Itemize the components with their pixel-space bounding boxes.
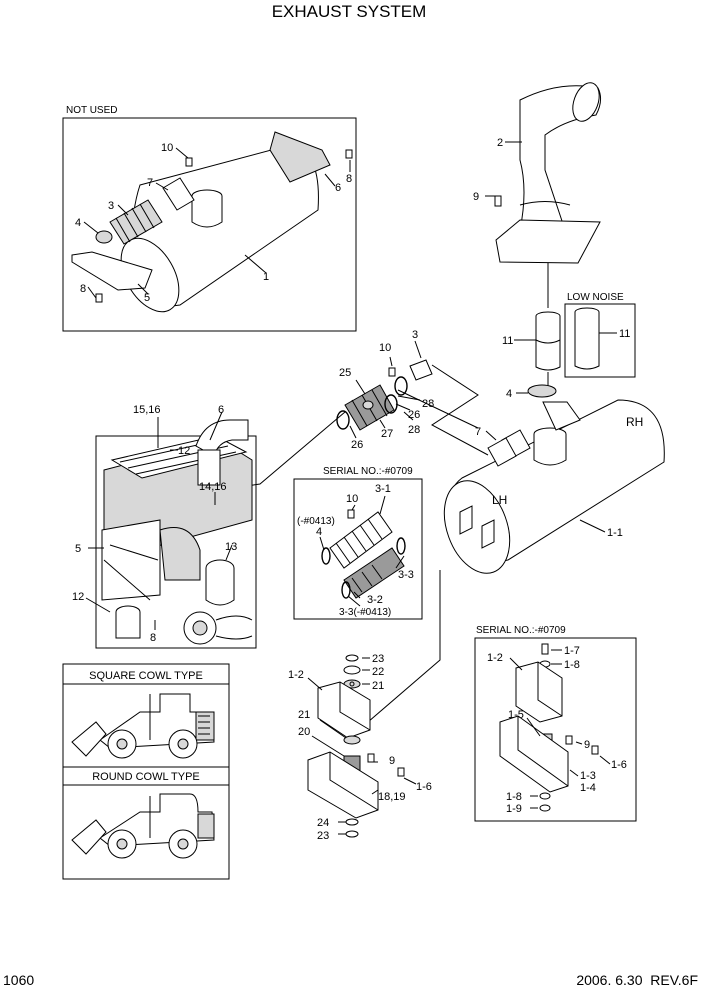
rubber-mount-icon — [307, 654, 405, 838]
part-label: 1-2 — [288, 669, 304, 681]
part-label: 11 — [502, 335, 513, 347]
serial-a-box — [293, 478, 423, 620]
part-label: 1-3 — [580, 770, 596, 782]
part-label: 10 — [161, 142, 173, 154]
part-label: 3 — [108, 200, 114, 212]
part-label: 26 — [408, 409, 420, 421]
part-label: 1-8 — [506, 791, 522, 803]
part-label: 24 — [317, 817, 329, 829]
part-label: 26 — [351, 439, 363, 451]
part-label: 18,19 — [378, 791, 406, 803]
not-used-muffler — [71, 131, 353, 313]
part-label: 7 — [475, 426, 481, 438]
muffler-assembly-icon — [443, 399, 665, 574]
part-label: 1-2 — [487, 652, 503, 664]
part-label: 8 — [346, 173, 352, 185]
part-label: 1-6 — [416, 781, 432, 793]
part-label: 10 — [379, 342, 391, 354]
part-label: 8 — [80, 283, 86, 295]
part-label: 4 — [316, 526, 322, 538]
part-label: 1-1 — [607, 527, 623, 539]
part-label: 22 — [372, 666, 384, 678]
part-label: 7 — [147, 177, 153, 189]
part-label: 3-3 — [398, 569, 414, 581]
part-label: 1-5 — [508, 709, 524, 721]
part-label: 25 — [339, 367, 351, 379]
part-label: 9 — [584, 739, 590, 751]
low-noise-box — [564, 303, 636, 378]
part-label: 1-7 — [564, 645, 580, 657]
flexible-pipe-icon — [109, 199, 163, 245]
part-label: 3-2 — [367, 594, 383, 606]
not-used-box — [62, 117, 357, 332]
serial-a-caption: SERIAL NO.:-#0709 — [323, 466, 413, 477]
part-label: 28 — [408, 424, 420, 436]
cowl-types-box — [62, 663, 230, 880]
rubber-mount-icon — [499, 643, 599, 812]
clamp-icon — [527, 384, 557, 398]
wheel-loader-icon — [71, 693, 215, 759]
part-label: 1 — [263, 271, 269, 283]
part-label: 10 — [346, 493, 358, 505]
part-label: 4 — [75, 217, 81, 229]
clamp-icon — [95, 230, 113, 244]
not-used-caption: NOT USED — [66, 105, 118, 116]
part-label: 15,16 — [133, 404, 161, 416]
part-label: 23 — [372, 653, 384, 665]
engine-view — [95, 419, 257, 649]
not-used-labels: 10 7 3 4 8 5 1 6 8 — [75, 142, 352, 304]
part-label: 1-8 — [564, 659, 580, 671]
part-label: 1-9 — [506, 803, 522, 815]
part-label: 6 — [335, 182, 341, 194]
part-label: 6 — [218, 404, 224, 416]
part-label: 21 — [298, 709, 310, 721]
part-label: 9 — [473, 191, 479, 203]
part-label: 2 — [497, 137, 503, 149]
page-number: 1060 — [3, 972, 34, 988]
part-label: 11 — [619, 328, 630, 340]
low-noise-caption: LOW NOISE — [567, 292, 624, 303]
part-label: 21 — [372, 680, 384, 692]
stack-pipe-icon — [535, 311, 561, 371]
bolt-icon — [95, 149, 353, 303]
serial-b-caption: SERIAL NO.:-#0709 — [476, 625, 566, 636]
date-revision: 2006. 6.30 REV.6F — [576, 972, 698, 988]
part-label: 14,16 — [199, 481, 227, 493]
part-label: 5 — [144, 292, 150, 304]
part-label: 20 — [298, 726, 310, 738]
part-label: 1-6 — [611, 759, 627, 771]
part-label: 8 — [150, 632, 156, 644]
part-label: 5 — [75, 543, 81, 555]
round-cowl-caption: ROUND COWL TYPE — [92, 771, 200, 783]
rh-label: RH — [626, 415, 643, 429]
part-label: 23 — [317, 830, 329, 842]
part-label: (-#0413) — [297, 516, 335, 527]
exhaust-stack-icon — [485, 82, 602, 264]
wheel-loader-icon — [71, 793, 215, 859]
part-label: 1-4 — [580, 782, 596, 794]
part-label: 3-3(-#0413) — [339, 607, 391, 618]
part-label: 3-1 — [375, 483, 391, 495]
part-label: 12 — [178, 445, 190, 457]
square-cowl-caption: SQUARE COWL TYPE — [89, 670, 203, 682]
low-noise-pipe-icon — [574, 307, 600, 370]
part-label: 13 — [225, 541, 237, 553]
lh-label: LH — [492, 493, 507, 507]
part-label: 4 — [506, 388, 512, 400]
part-label: 28 — [422, 398, 434, 410]
part-label: 12 — [72, 591, 84, 603]
flexible-pipe-icon — [321, 511, 406, 599]
part-label: 9 — [389, 755, 395, 767]
serial-b-box — [474, 637, 637, 822]
page-title: EXHAUST SYSTEM — [272, 2, 427, 21]
part-label: 27 — [381, 428, 393, 440]
part-label: 3 — [412, 329, 418, 341]
